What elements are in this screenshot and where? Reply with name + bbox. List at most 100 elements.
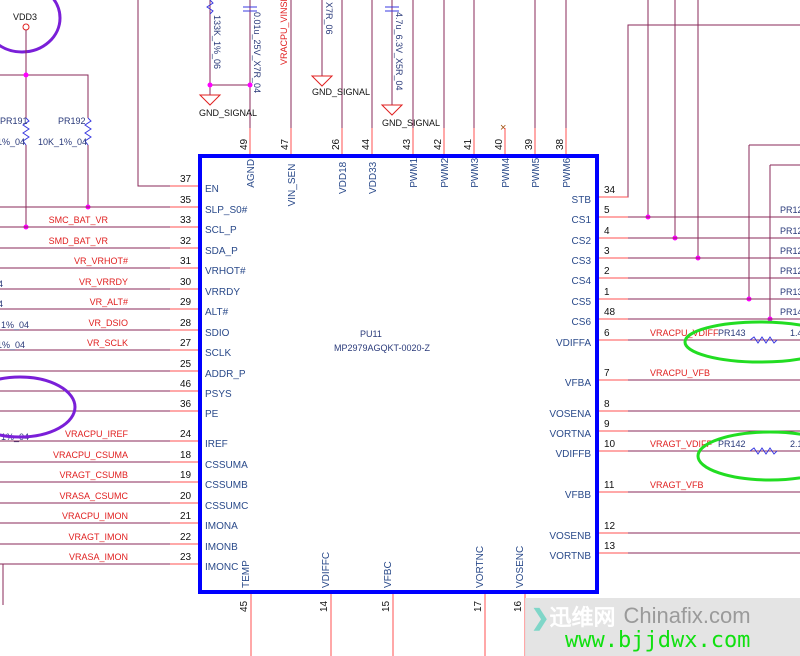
pin-name: VOSENC [515,546,526,588]
pin-number: 41 [463,138,474,150]
pin-name: TEMP [241,560,252,588]
pin-number: 2 [604,266,610,277]
pin-number: 8 [604,399,610,410]
pin-number: 32 [180,236,192,247]
pr191-resistor-icon [22,117,30,146]
junction-dot [247,82,253,88]
cap-47u-icon [385,6,399,12]
net-label: VRAGT_IMON [68,532,128,542]
pin-name: PWM3 [470,157,481,187]
c47u-value: 4.7u_6.3V_X5R_04 [394,12,404,91]
pin-name: CS5 [572,297,592,308]
pin-number: 48 [604,307,616,318]
pin-name: CS2 [572,236,592,247]
pin-name: VOSENA [549,409,591,420]
pr191-ref: PR191 [0,116,28,126]
pin-name: CSSUMA [205,460,248,471]
pin-number: 38 [555,138,566,150]
pin-name: VRRDY [205,287,240,298]
pin-number: 23 [180,552,192,563]
resistor-ref: PR143 [718,328,746,338]
fragment-label: 4 [0,279,3,289]
vdd3-label: VDD3 [13,12,37,22]
pin-number: 12 [604,521,616,532]
resistor-icon [749,336,778,344]
net-label: SMC_BAT_VR [49,215,109,225]
pin-number: 36 [180,399,192,410]
pin-number: 7 [604,368,610,379]
pin-name: PSYS [205,389,232,400]
pin-name: IMONC [205,562,238,573]
pin-number: 31 [180,256,192,267]
gnd-symbol-icon [310,75,334,87]
net-label: VR_VRHOT# [74,256,128,266]
chip-part-number: MP2979AGQKT-0020-Z [334,343,431,353]
pin-number: 5 [604,205,610,216]
net-label: VRASA_IMON [69,552,128,562]
pin-name: VDIFFA [556,338,591,349]
wire [2,0,800,605]
pin-name: CS3 [572,256,592,267]
junction-dot [23,72,29,78]
pin-name: SCLK [205,348,231,359]
pin-name: VDIFFC [321,552,332,588]
pin-number: 9 [604,419,610,430]
pin-name: ADDR_P [205,369,246,380]
net-label: VRACPU_CSUMA [53,450,128,460]
fragment-label: 1%_04 [0,340,25,350]
pin-number: 1 [604,287,610,298]
pin-number: 27 [180,338,192,349]
resistor-value: 1.4 [790,328,800,338]
pin-number: 39 [524,138,535,150]
fragment-label: 4 [0,299,3,309]
pin-number: 46 [180,379,192,390]
pin-number: 37 [180,174,192,185]
watermark-logo-text: 迅维网 [549,605,616,630]
gnd-label: GND_SIGNAL [312,87,370,97]
c001u-value: 0.01u_25V_X7R_04 [252,12,262,93]
pin-name: CSSUMB [205,480,248,491]
highlight-ellipse-psys [0,375,77,439]
vdd3-port-icon [22,23,30,31]
pin-number: 26 [331,138,342,150]
pin-number: 30 [180,277,192,288]
pr192-resistor-icon [84,117,92,146]
net-label: VR_ALT# [90,297,128,307]
pin-name: VRHOT# [205,266,246,277]
net-label: VR_DSIO [88,318,128,328]
pins-group: 37EN35SLP_S0#33SCL_PSMC_BAT_VR32SDA_PSMD… [0,128,800,656]
gnd-symbol-icon [380,104,404,116]
net-label: VRAGT_VFB [650,480,704,490]
pin-number: 34 [604,185,616,196]
highlight-ellipse-pr143 [683,320,800,364]
net-label: VRACPU_IMON [62,511,128,521]
resistor-ref: PR142 [718,439,746,449]
pin-number: 42 [433,138,444,150]
pin-number: 10 [604,439,616,450]
pin-name: CS6 [572,317,592,328]
vinsen-net-label: VRACPU_VINSEN [279,0,289,65]
pin-number: 15 [381,600,392,612]
pin-number: 18 [180,450,192,461]
pin-name: VDD33 [368,161,379,194]
pin-number: 47 [280,138,291,150]
net-label: VR_VRRDY [79,277,128,287]
pin-number: 19 [180,470,192,481]
pin-name: VFBA [565,378,591,389]
resistor-icon [749,447,778,455]
pin-name: VOSENB [549,531,591,542]
pin-name: SLP_S0# [205,205,248,216]
wire [209,0,567,156]
pin-name: PWM6 [562,157,573,187]
pin-name: EN [205,184,219,195]
r133k-resistor-icon [206,0,214,15]
pin-name: VFBC [383,561,394,588]
net-label: VRACPU_VFB [650,368,710,378]
pin-name: ALT# [205,307,229,318]
pin-name: AGND [246,159,257,188]
arrow-logo-icon: ❯ [531,605,550,630]
